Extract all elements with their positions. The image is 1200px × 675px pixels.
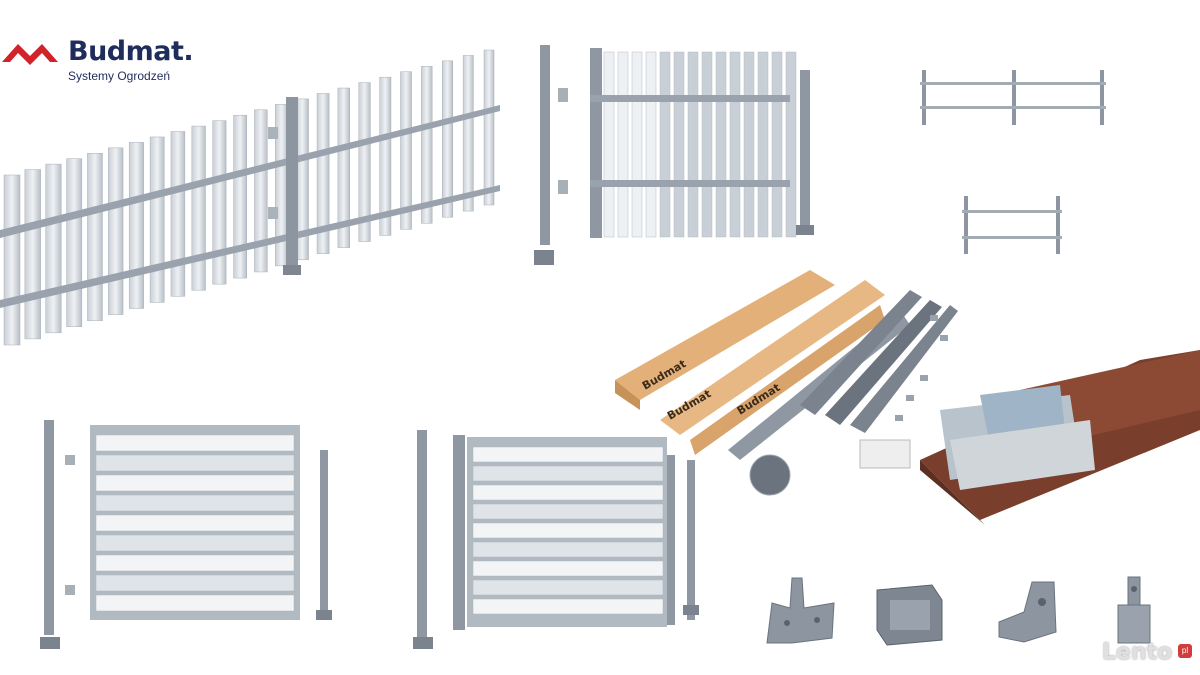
steel-frame-narrow	[962, 196, 1062, 254]
picket	[128, 142, 144, 309]
sheet-cross-section	[920, 350, 1200, 525]
picket	[24, 169, 41, 340]
mounting-bracket-4	[1117, 576, 1151, 644]
slat	[472, 503, 664, 520]
picket	[483, 49, 495, 206]
gate-picket	[631, 51, 643, 238]
picket	[108, 147, 124, 315]
picket	[233, 114, 247, 279]
lento-watermark-text: Lento	[1102, 640, 1173, 665]
gate-picket	[715, 51, 727, 238]
picket	[379, 76, 392, 236]
gate-picket	[603, 51, 615, 238]
horizontal-slat-gate-left	[40, 420, 332, 649]
slat	[95, 534, 295, 552]
slat	[95, 434, 295, 452]
gate-picket	[659, 51, 671, 238]
gate-picket	[757, 51, 769, 238]
gate-picket	[687, 51, 699, 238]
slat	[472, 465, 664, 482]
picket	[358, 82, 371, 242]
picket	[45, 163, 62, 334]
slat	[95, 454, 295, 472]
picket	[316, 93, 330, 254]
slat	[472, 484, 664, 501]
brand-name: Budmat.	[68, 36, 194, 67]
slat	[472, 446, 664, 463]
slat	[95, 594, 295, 612]
slat	[95, 494, 295, 512]
budmat-logo: Budmat. Systemy Ogrodzeń	[0, 30, 220, 90]
mounting-bracket-1	[766, 577, 835, 644]
gate-picket	[785, 51, 797, 238]
picket	[400, 71, 412, 230]
slat	[95, 474, 295, 492]
picket	[462, 55, 474, 212]
slat	[472, 560, 664, 577]
gate-picket	[771, 51, 783, 238]
picket	[170, 131, 186, 297]
slat	[472, 579, 664, 596]
gate-picket	[617, 51, 629, 238]
picket	[3, 174, 21, 346]
packaging-kit: Budmat Budmat Budmat	[615, 270, 958, 496]
slat	[472, 522, 664, 539]
budmat-roof-mark-icon	[2, 44, 58, 65]
brand-tagline: Systemy Ogrodzeń	[68, 69, 171, 83]
slat	[472, 598, 664, 615]
gate-picket	[729, 51, 741, 238]
gate-picket	[645, 51, 657, 238]
slat	[95, 554, 295, 572]
lento-watermark-suffix: pl	[1178, 644, 1192, 658]
picket	[212, 120, 227, 285]
picket	[149, 136, 165, 303]
picket-fence-perspective	[0, 49, 500, 346]
picket	[191, 125, 206, 291]
lento-watermark: Lento pl	[1102, 640, 1194, 670]
picket	[337, 87, 350, 248]
picket-gate	[534, 45, 814, 265]
mounting-bracket-3	[998, 581, 1057, 643]
picket	[254, 109, 268, 273]
mounting-bracket-2	[876, 584, 943, 646]
picket	[66, 158, 83, 327]
picket	[442, 60, 454, 218]
slat	[95, 514, 295, 532]
gate-picket	[743, 51, 755, 238]
slat	[95, 574, 295, 592]
picket	[421, 66, 433, 224]
steel-frame-wide	[920, 70, 1106, 125]
slat	[472, 541, 664, 558]
gate-picket	[701, 51, 713, 238]
picket	[87, 153, 103, 321]
gate-picket	[673, 51, 685, 238]
horizontal-slat-gate-right	[413, 430, 699, 649]
